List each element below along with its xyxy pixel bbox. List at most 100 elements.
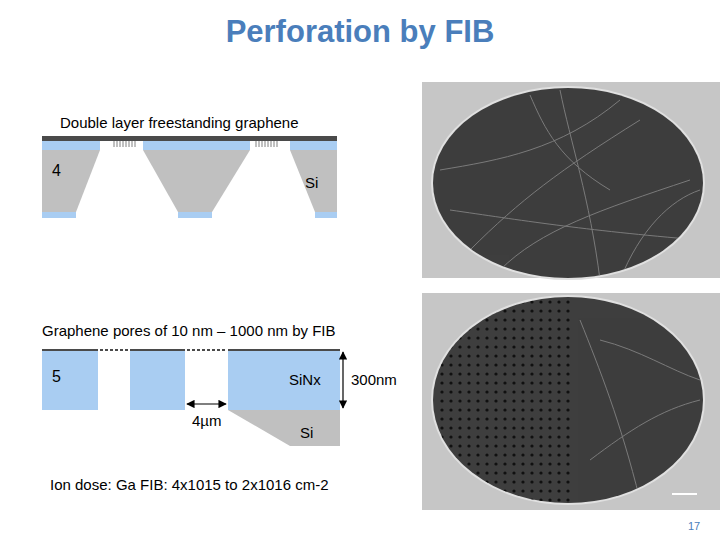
pore-dot [476, 381, 479, 384]
pore-dot [557, 462, 560, 465]
pore-dot [530, 327, 533, 330]
pore-dot [440, 363, 443, 366]
pore-dot [521, 363, 524, 366]
pore-dot [458, 426, 461, 429]
pore-dot [485, 309, 488, 312]
pore-dot [548, 354, 551, 357]
pore-dot [521, 300, 524, 303]
pore-dot [521, 372, 524, 375]
pore-dot [548, 381, 551, 384]
pore-dot [557, 498, 560, 501]
pore-dot [566, 336, 569, 339]
pore-dot [449, 327, 452, 330]
pore-dot [476, 336, 479, 339]
pore-dot [557, 300, 560, 303]
pore-dot [476, 471, 479, 474]
pore-dot [530, 489, 533, 492]
pore-dot [530, 444, 533, 447]
pore-dot [494, 462, 497, 465]
pore-dot [548, 336, 551, 339]
pore-dot [494, 309, 497, 312]
pore-dot [449, 462, 452, 465]
pore-dot [521, 453, 524, 456]
note-text: Ion dose: Ga FIB: 4x1015 to 2x1016 cm-2 [50, 476, 329, 493]
pore-dot [557, 471, 560, 474]
pore-dot [485, 489, 488, 492]
pore-dot [539, 471, 542, 474]
pore-dot [566, 462, 569, 465]
pore-dot [557, 318, 560, 321]
pore-dot [548, 363, 551, 366]
pore-dot [449, 345, 452, 348]
pore-dot [485, 354, 488, 357]
pore-dot [530, 300, 533, 303]
pore-dot [530, 372, 533, 375]
pore-dot [485, 327, 488, 330]
pore-dot [530, 453, 533, 456]
pore-dot [494, 318, 497, 321]
pore-dot [440, 336, 443, 339]
pore-dot [521, 408, 524, 411]
pore-dot [548, 300, 551, 303]
pore-dot [548, 471, 551, 474]
pore-dot [494, 426, 497, 429]
pore-dot [440, 372, 443, 375]
pore-dot [566, 399, 569, 402]
pore-dot [440, 444, 443, 447]
pore-dot [449, 300, 452, 303]
pore-dot [512, 444, 515, 447]
pore-dot [503, 408, 506, 411]
pore-dot [557, 309, 560, 312]
pore-dot [512, 453, 515, 456]
pore-dot [521, 462, 524, 465]
pore-dot [485, 345, 488, 348]
pore-dot [476, 408, 479, 411]
pore-dot [467, 309, 470, 312]
pore-dot [449, 390, 452, 393]
pore-dot [539, 372, 542, 375]
pore-dot [449, 489, 452, 492]
pore-dot [566, 426, 569, 429]
pore-dot [458, 453, 461, 456]
pore-dot [485, 453, 488, 456]
pore-dot [449, 471, 452, 474]
pore-dot [530, 498, 533, 501]
pore-dot [458, 498, 461, 501]
pore-dot [458, 417, 461, 420]
pore-dot [440, 489, 443, 492]
pore-dot [521, 318, 524, 321]
pore-dot [485, 399, 488, 402]
pore-dot [521, 390, 524, 393]
pore-dot [512, 390, 515, 393]
pore-dot [449, 498, 452, 501]
pore-dot [548, 390, 551, 393]
pore-dot [458, 381, 461, 384]
pore-dot [530, 471, 533, 474]
pore-dot [530, 309, 533, 312]
pore-dot [539, 336, 542, 339]
pore-dot [476, 327, 479, 330]
pore-dot [494, 390, 497, 393]
pore-dot [494, 345, 497, 348]
pore-dot [440, 381, 443, 384]
pore-dot [503, 426, 506, 429]
pore-dot [566, 417, 569, 420]
pore-dot [494, 300, 497, 303]
pore-dot [503, 372, 506, 375]
pore-dot [512, 480, 515, 483]
pore-dot [458, 300, 461, 303]
pore-dot [512, 498, 515, 501]
pore-dot [440, 354, 443, 357]
pore-dot [440, 345, 443, 348]
pore-dot [449, 408, 452, 411]
pore-dot [557, 426, 560, 429]
pore-dot [521, 426, 524, 429]
pore-dot [494, 417, 497, 420]
pore-dot [494, 444, 497, 447]
pore-dot [494, 399, 497, 402]
pore-dot [512, 399, 515, 402]
pore-dot [503, 435, 506, 438]
pore-dot [530, 390, 533, 393]
pore-dot [530, 426, 533, 429]
